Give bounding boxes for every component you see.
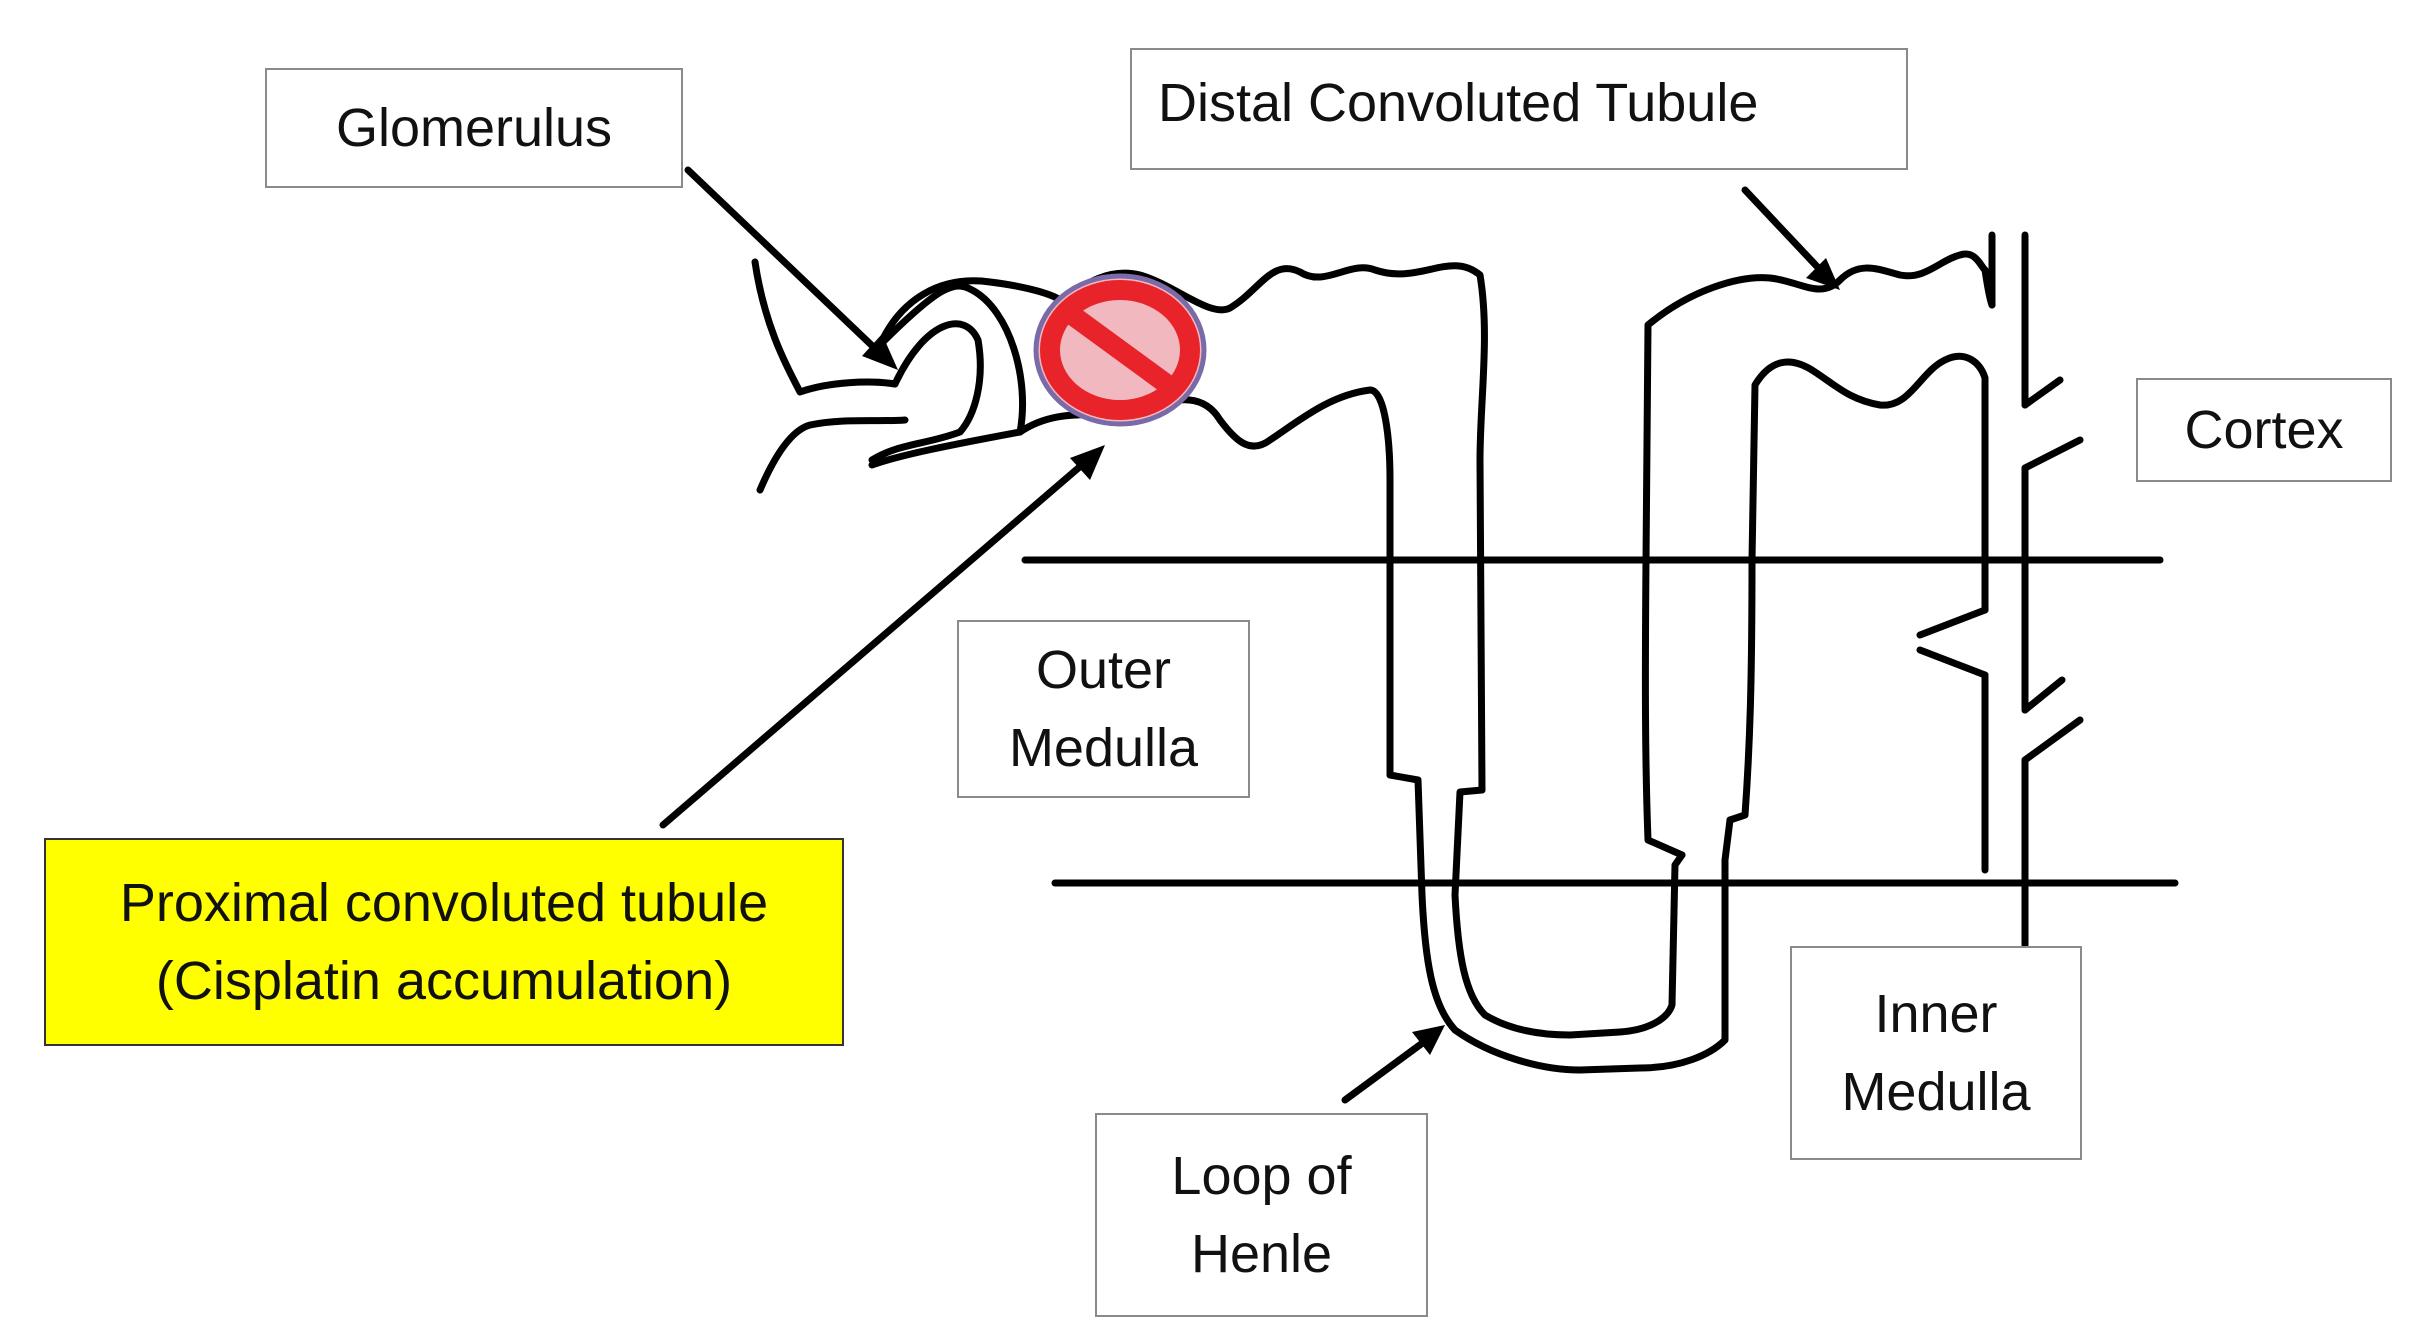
prohibition-icon — [1033, 273, 1207, 427]
glomerulus-capsule-inner — [868, 320, 984, 464]
dct-arrowhead — [1806, 258, 1840, 290]
descending-limb-inner — [1451, 786, 1686, 1039]
loop-of-henle-arrowhead — [1412, 1025, 1445, 1055]
distal-convoluted-tubule-label: Distal Convoluted Tubule — [1130, 48, 1908, 170]
efferent-arteriole — [756, 416, 909, 494]
pct-arrowhead — [1070, 445, 1105, 480]
collecting-duct-branch-3 — [2021, 676, 2084, 764]
glomerulus-arrow — [684, 166, 889, 362]
glomerulus-label: Glomerulus — [265, 68, 683, 188]
collecting-duct-branch-1 — [2021, 376, 2084, 472]
descending-limb-outer — [1386, 771, 1734, 1074]
proximal-convoluted-tubule-label: Proximal convoluted tubule (Cisplatin ac… — [44, 838, 844, 1046]
collecting-duct-branch-2 — [1916, 606, 1989, 679]
dct-arrow — [1741, 186, 1829, 279]
loop-of-henle-label: Loop of Henle — [1095, 1113, 1428, 1317]
ascending-limb-left-wall — [1641, 250, 1989, 859]
proximal-tubule-upper-wall — [1059, 262, 1488, 794]
bowman-capsule-outer — [876, 277, 1067, 349]
loop-of-henle-arrow — [1341, 1032, 1436, 1104]
glomerulus-capsule-outer — [868, 282, 1027, 469]
cortex-label: Cortex — [2136, 378, 2392, 482]
inner-medulla-label: Inner Medulla — [1790, 946, 2082, 1160]
glomerulus-arrowhead — [862, 334, 898, 370]
pct-arrow — [659, 454, 1094, 829]
ascending-limb-right-wall — [1726, 352, 1989, 824]
afferent-arteriole — [751, 258, 899, 396]
collecting-duct-left-wall — [1981, 231, 1996, 874]
outer-medulla-label: Outer Medulla — [957, 620, 1250, 798]
